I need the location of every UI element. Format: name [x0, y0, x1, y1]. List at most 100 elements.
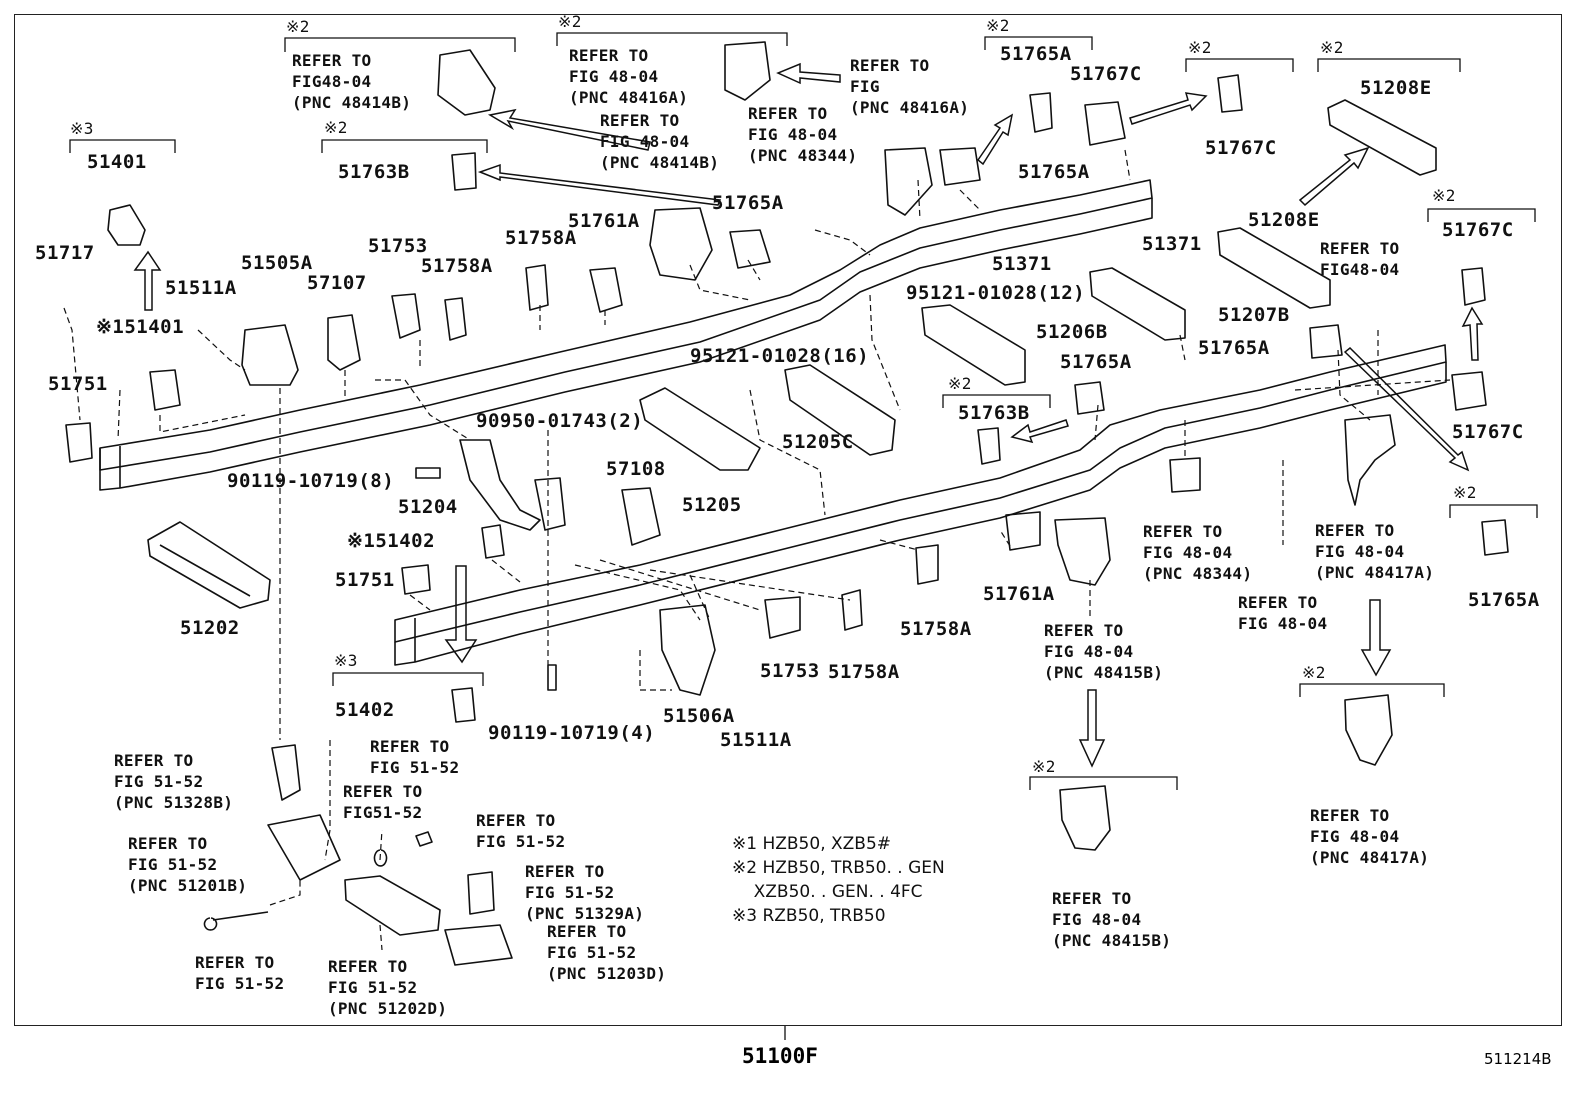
label-r11: REFER TO FIG 51-52 (PNC 51328B) — [114, 751, 234, 812]
arrow-to-48414b — [487, 108, 651, 151]
mount-51765a — [729, 229, 771, 269]
label-r6: REFER TO FIG48-04 — [1320, 239, 1400, 279]
label-p51208e2: 51208E — [1248, 209, 1320, 231]
label-p51767c1: 51767C — [1070, 63, 1142, 85]
crossmember-51207b — [1089, 267, 1186, 341]
label-n3: ※2 — [986, 16, 1010, 35]
label-p51761a1: 51761A — [568, 210, 640, 232]
label-p51753a: 51753 — [368, 235, 428, 257]
mount-48344 — [1169, 457, 1201, 493]
label-p51761a2: 51761A — [983, 583, 1055, 605]
label-n5: ※2 — [1320, 38, 1344, 57]
label-p90950: 90950-01743(2) — [476, 410, 644, 432]
label-r4: REFER TO FIG 48-04 (PNC 48414B) — [600, 111, 720, 172]
label-p151401: ※151401 — [96, 316, 185, 338]
diagram-frame — [14, 14, 1562, 1026]
bracket-51758a — [444, 297, 467, 341]
label-p51717: 51717 — [35, 242, 95, 264]
label-n8: ※2 — [1432, 186, 1456, 205]
label-p51765a4: 51765A — [1198, 337, 1270, 359]
label-p51207b: 51207B — [1218, 304, 1290, 326]
note-2b: XZB50. . GEN. . 4FC — [732, 882, 923, 902]
bracket-51751-left — [65, 422, 93, 463]
label-p90119b: 90119-10719(4) — [488, 722, 656, 744]
label-n7: ※2 — [324, 118, 348, 137]
label-n12: ※2 — [1302, 663, 1326, 682]
label-n2: ※2 — [558, 12, 582, 31]
note-1: ※1 HZB50, XZB5# — [732, 834, 892, 854]
washer-51-52 — [373, 849, 388, 867]
arrow-to-51208e — [1298, 146, 1370, 207]
label-p51371a: 51371 — [1142, 233, 1202, 255]
label-r16: REFER TO FIG 51-52 (PNC 51201B) — [128, 834, 248, 895]
arrow-to-51763b — [477, 163, 722, 206]
label-r14: REFER TO FIG 51-52 — [476, 811, 566, 851]
left-frame-rail — [99, 179, 1153, 491]
part-48416a — [724, 41, 771, 101]
crossmember-51205 — [639, 387, 761, 471]
bracket-51767c-d — [1461, 267, 1486, 306]
label-n6: ※3 — [70, 119, 94, 138]
label-p51758a3: 51758A — [900, 618, 972, 640]
label-r10: REFER TO FIG 48-04 (PNC 48415B) — [1044, 621, 1164, 682]
bracket-151402 — [481, 524, 505, 559]
label-p151402: ※151402 — [347, 530, 436, 552]
label-p51751b: 51751 — [335, 569, 395, 591]
label-p51511a2: 51511A — [720, 729, 792, 751]
arrow-to-51763b-right — [1010, 419, 1069, 444]
bracket-51767c-c — [1451, 371, 1487, 411]
arrow-up-51767c — [1461, 306, 1484, 361]
figure-code: 511214B — [1484, 1050, 1552, 1068]
label-p51205c: 51205C — [782, 431, 854, 453]
label-r2: REFER TO FIG 48-04 (PNC 48416A) — [569, 46, 689, 107]
label-p51765a3: 51765A — [712, 192, 784, 214]
bracket-51765a-small — [1029, 92, 1053, 133]
crossmember-51206b — [921, 304, 1026, 386]
part-51201b — [267, 814, 341, 881]
label-p51763b2: 51763B — [958, 402, 1030, 424]
label-p51204: 51204 — [398, 496, 458, 518]
bracket-51753 — [391, 293, 421, 339]
label-p51202a: 51202 — [180, 617, 240, 639]
label-p51763b1: 51763B — [338, 161, 410, 183]
mount-top — [884, 147, 933, 216]
label-r17: REFER TO FIG 51-52 (PNC 51329A) — [525, 862, 645, 923]
label-p51765a1: 51765A — [1000, 43, 1072, 65]
note-3: ※3 RZB50, TRB50 — [732, 906, 886, 926]
bracket-51765a-e — [1481, 519, 1509, 556]
bracket-51751 — [401, 564, 431, 595]
arrow-down-48415b — [1078, 689, 1106, 768]
part-51328b — [271, 744, 301, 801]
label-p51511a1: 51511A — [165, 277, 237, 299]
part-48414b — [437, 49, 496, 116]
label-p51506a: 51506A — [663, 705, 735, 727]
crossmember-51208e-lower — [1217, 227, 1331, 309]
label-r13: REFER TO FIG51-52 — [343, 782, 423, 822]
label-n11: ※3 — [334, 651, 358, 670]
bracket-57107 — [327, 314, 361, 371]
label-r18: REFER TO FIG 48-04 (PNC 48415B) — [1052, 889, 1172, 950]
label-p51765a6: 51765A — [1468, 589, 1540, 611]
label-p57107: 57107 — [307, 272, 367, 294]
label-p51765a5: 51765A — [1060, 351, 1132, 373]
label-n10: ※2 — [1453, 483, 1477, 502]
label-p51753b: 51753 — [760, 660, 820, 682]
label-n13: ※2 — [1032, 757, 1056, 776]
label-r8: REFER TO FIG 48-04 (PNC 48417A) — [1315, 521, 1435, 582]
bracket-51402 — [451, 687, 476, 723]
label-p51402: 51402 — [335, 699, 395, 721]
bracket-51505a — [241, 324, 299, 386]
nut-51-52 — [415, 831, 433, 847]
arrow-down-51402 — [444, 565, 478, 664]
bracket-51758a-d — [915, 544, 939, 585]
crossmember-51208e-upper — [1327, 99, 1437, 176]
label-p51758a2: 51758A — [421, 255, 493, 277]
bolt-90119 — [415, 467, 441, 479]
bracket-51401 — [107, 204, 146, 246]
label-n1: ※2 — [286, 17, 310, 36]
label-p51765a2: 51765A — [1018, 161, 1090, 183]
bracket-51758a-c — [841, 589, 863, 631]
part-51202d — [344, 875, 441, 936]
bracket-51767c-small — [1217, 74, 1243, 113]
